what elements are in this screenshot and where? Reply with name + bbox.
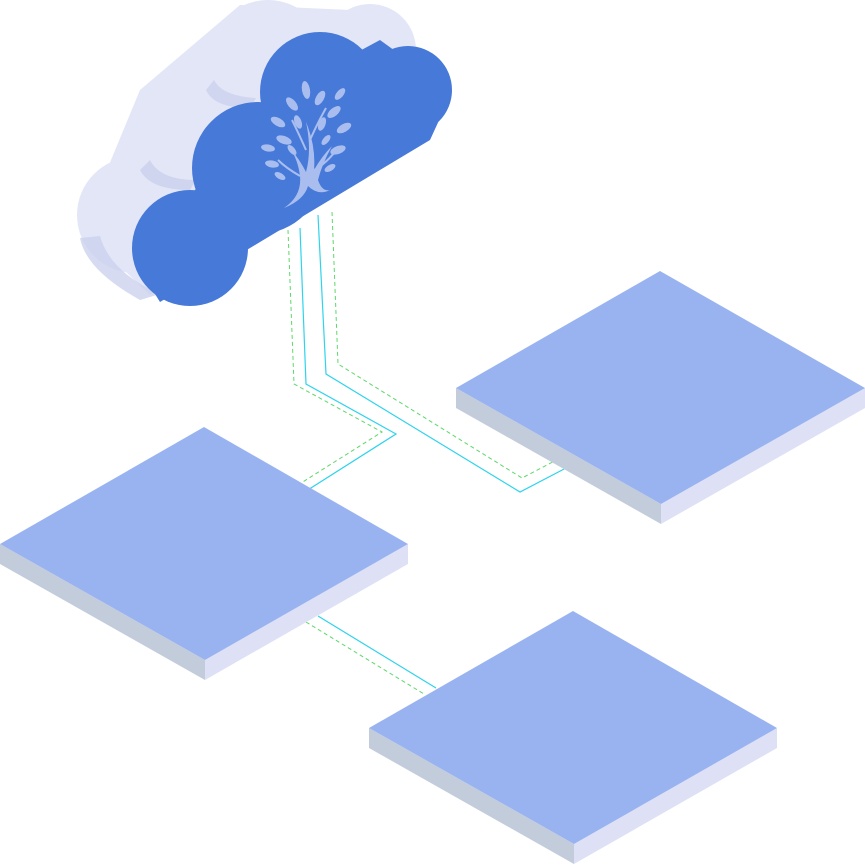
tree-icon bbox=[261, 81, 352, 208]
link-platform-left-to-platform-bottom bbox=[305, 615, 437, 695]
platform-right bbox=[456, 271, 865, 524]
link-cloud-to-platform-left bbox=[287, 227, 398, 501]
cloud bbox=[77, 0, 452, 306]
platform-left bbox=[0, 427, 408, 680]
cloud-side-shade bbox=[80, 80, 256, 300]
platform-bottom bbox=[369, 611, 777, 864]
link-cloud-to-platform-right bbox=[317, 211, 569, 493]
